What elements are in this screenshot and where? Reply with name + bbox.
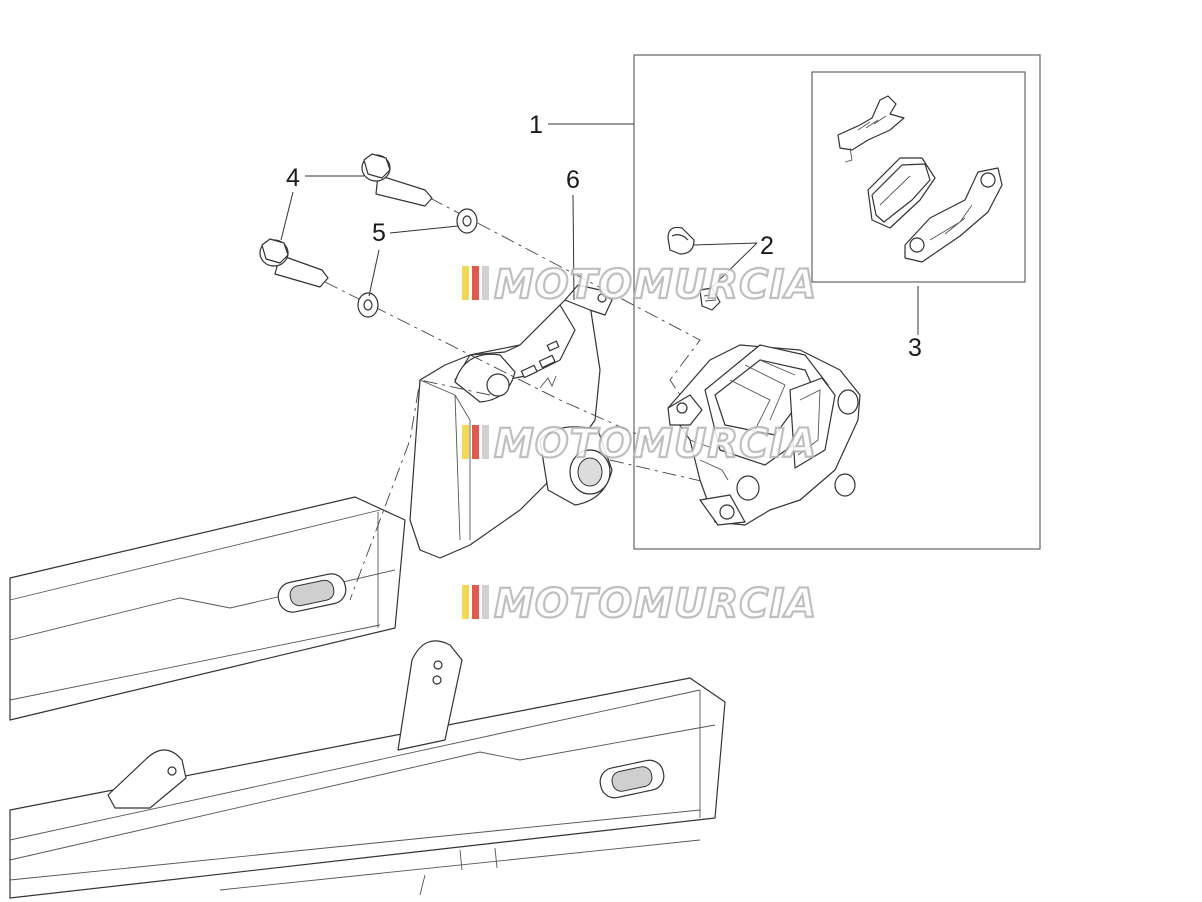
swingarm — [9, 496, 726, 899]
pad-kit-box-3 — [811, 71, 1026, 283]
bolt-lower — [259, 238, 329, 288]
watermark-bottom: MOTOMURCIA — [462, 580, 817, 628]
pad-spring-clip — [837, 95, 905, 163]
washer-lower — [357, 292, 379, 318]
caliper-bracket — [409, 284, 613, 559]
brake-caliper — [667, 344, 861, 526]
watermark-top: MOTOMURCIA — [462, 261, 817, 309]
callout-3: 3 — [908, 334, 922, 362]
callout-2: 2 — [760, 232, 774, 260]
bleeder-cap — [667, 226, 695, 255]
watermark-bottom-text: MOTOMURCIA — [494, 581, 817, 627]
brake-pad-right — [904, 167, 1003, 263]
watermark-middle-text: MOTOMURCIA — [494, 421, 817, 467]
callout-1: 1 — [529, 111, 543, 139]
callout-4: 4 — [286, 164, 300, 192]
watermark-middle: MOTOMURCIA — [462, 420, 817, 468]
brake-pad-left — [867, 157, 936, 229]
callout-6: 6 — [566, 166, 580, 194]
callout-5: 5 — [372, 219, 386, 247]
watermark-top-text: MOTOMURCIA — [494, 262, 817, 308]
washer-upper — [456, 208, 478, 234]
assembly-box-1 — [633, 54, 1041, 550]
bolt-upper — [361, 153, 433, 207]
leader-lines — [280, 123, 919, 335]
